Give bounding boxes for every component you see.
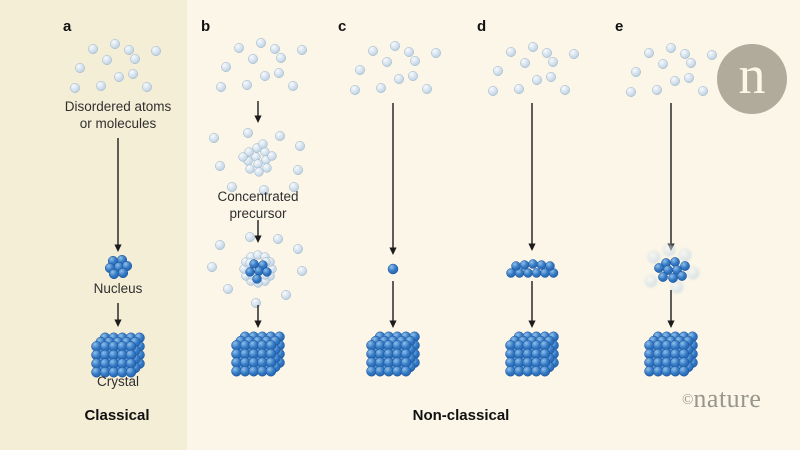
caption-nucleus: Nucleus xyxy=(93,281,143,296)
watermark-word: nature xyxy=(693,384,762,413)
panel-c-graphics xyxy=(350,41,441,377)
panel-b-graphics xyxy=(207,38,307,377)
panel-letter-b: b xyxy=(201,18,211,35)
section-label-nonclassical: Non-classical xyxy=(412,407,510,424)
panel-a-graphics xyxy=(70,39,161,378)
panel-letter-d: d xyxy=(477,18,487,35)
panel-d-graphics xyxy=(488,42,579,377)
caption-crystal: Crystal xyxy=(96,374,140,389)
panel-letter-e: e xyxy=(615,18,624,35)
nature-logo-icon: n xyxy=(717,44,787,114)
caption-disordered-line1: Disordered atoms xyxy=(64,99,172,114)
panel-letter-a: a xyxy=(63,18,72,35)
section-label-classical: Classical xyxy=(84,407,150,424)
panel-letter-c: c xyxy=(338,18,347,35)
caption-precursor-line1: Concentrated xyxy=(217,189,299,204)
nature-watermark: ©nature xyxy=(682,384,761,414)
nature-logo-letter: n xyxy=(738,45,766,105)
panel-e-graphics xyxy=(626,43,717,377)
caption-precursor-line2: precursor xyxy=(229,206,287,221)
caption-disordered-line2: or molecules xyxy=(79,116,157,131)
copyright-symbol: © xyxy=(682,392,694,408)
